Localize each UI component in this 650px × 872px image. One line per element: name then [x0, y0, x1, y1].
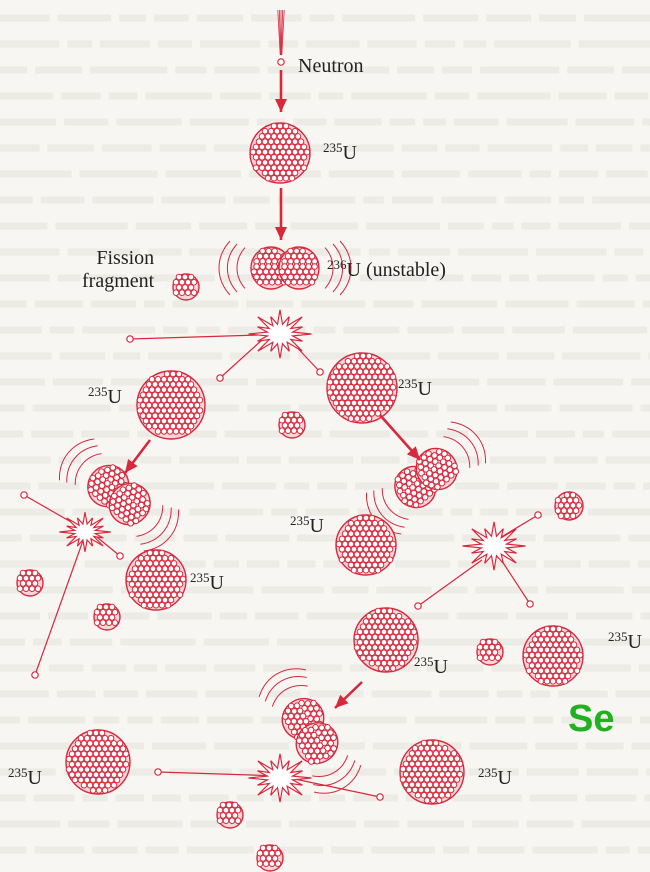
u235-nucleus-far-right	[523, 626, 583, 686]
u235-nucleus-right	[327, 353, 397, 423]
fragment-nucleus-2a	[17, 570, 43, 596]
neutron-track-1b-end	[217, 375, 223, 381]
u235-label-top: 235U	[323, 143, 357, 163]
neutron-track-1a-end	[127, 336, 133, 342]
u235-label-mid-right: 235U	[290, 516, 324, 536]
u235-nucleus-bottom-right	[400, 740, 464, 804]
fragment-nucleus-4a	[217, 802, 243, 828]
u235-nucleus-top	[250, 123, 310, 183]
incoming-neutron	[278, 59, 284, 65]
u235-label-bottom-left: 235U	[8, 768, 42, 788]
neutron-track-2c-end	[117, 553, 123, 559]
neutron-track-4a-end	[155, 769, 161, 775]
neutron-label: Neutron	[298, 56, 364, 76]
fragment-nucleus-4b	[257, 845, 283, 871]
arrow-neutron-to-u235-head	[275, 99, 287, 112]
fragment-nucleus-3a	[555, 492, 583, 520]
neutron-track-4b-end	[377, 794, 383, 800]
nuclei-layer	[17, 123, 583, 871]
fragment-nucleus-2b	[94, 604, 120, 630]
neutron-track-3b-end	[415, 603, 421, 609]
arrow-u235-to-u236-head	[275, 227, 287, 240]
u235-label-bottom-right: 235U	[478, 768, 512, 788]
neutron-track-3c-end	[527, 601, 533, 607]
neutron-track-2a-end	[21, 492, 27, 498]
neutron-track-1a	[130, 335, 258, 339]
u235-label-mid-left: 235U	[190, 573, 224, 593]
fragment-nucleus-1	[279, 412, 305, 438]
u236-label: 236U (unstable)	[327, 260, 446, 280]
u235-nucleus-left	[137, 371, 205, 439]
fission-burst-1	[249, 310, 312, 358]
neutron-track-3a-end	[535, 512, 541, 518]
u235-nucleus-lower	[354, 608, 418, 672]
fission-burst-2	[59, 512, 110, 552]
u235-label-lower: 235U	[414, 657, 448, 677]
u235-label-far-right: 235U	[608, 632, 642, 652]
slide-caption-text: Se	[568, 698, 614, 741]
fission-fragment-nucleus	[173, 274, 199, 300]
u235-nucleus-bottom-left	[66, 730, 130, 794]
u235-nucleus-mid-left	[126, 550, 186, 610]
fission-burst-3	[463, 522, 526, 570]
neutron-track-2b-end	[32, 672, 38, 678]
fission-burst-4	[249, 754, 312, 802]
fragment-nucleus-3b	[477, 639, 503, 665]
neutron-track-2b	[35, 535, 85, 675]
neutron-track-4b	[290, 778, 380, 797]
u235-label-left: 235U	[88, 387, 122, 407]
u235-label-right: 235U	[398, 379, 432, 399]
neutron-track-1c-end	[317, 369, 323, 375]
u235-nucleus-mid-right	[336, 515, 396, 575]
